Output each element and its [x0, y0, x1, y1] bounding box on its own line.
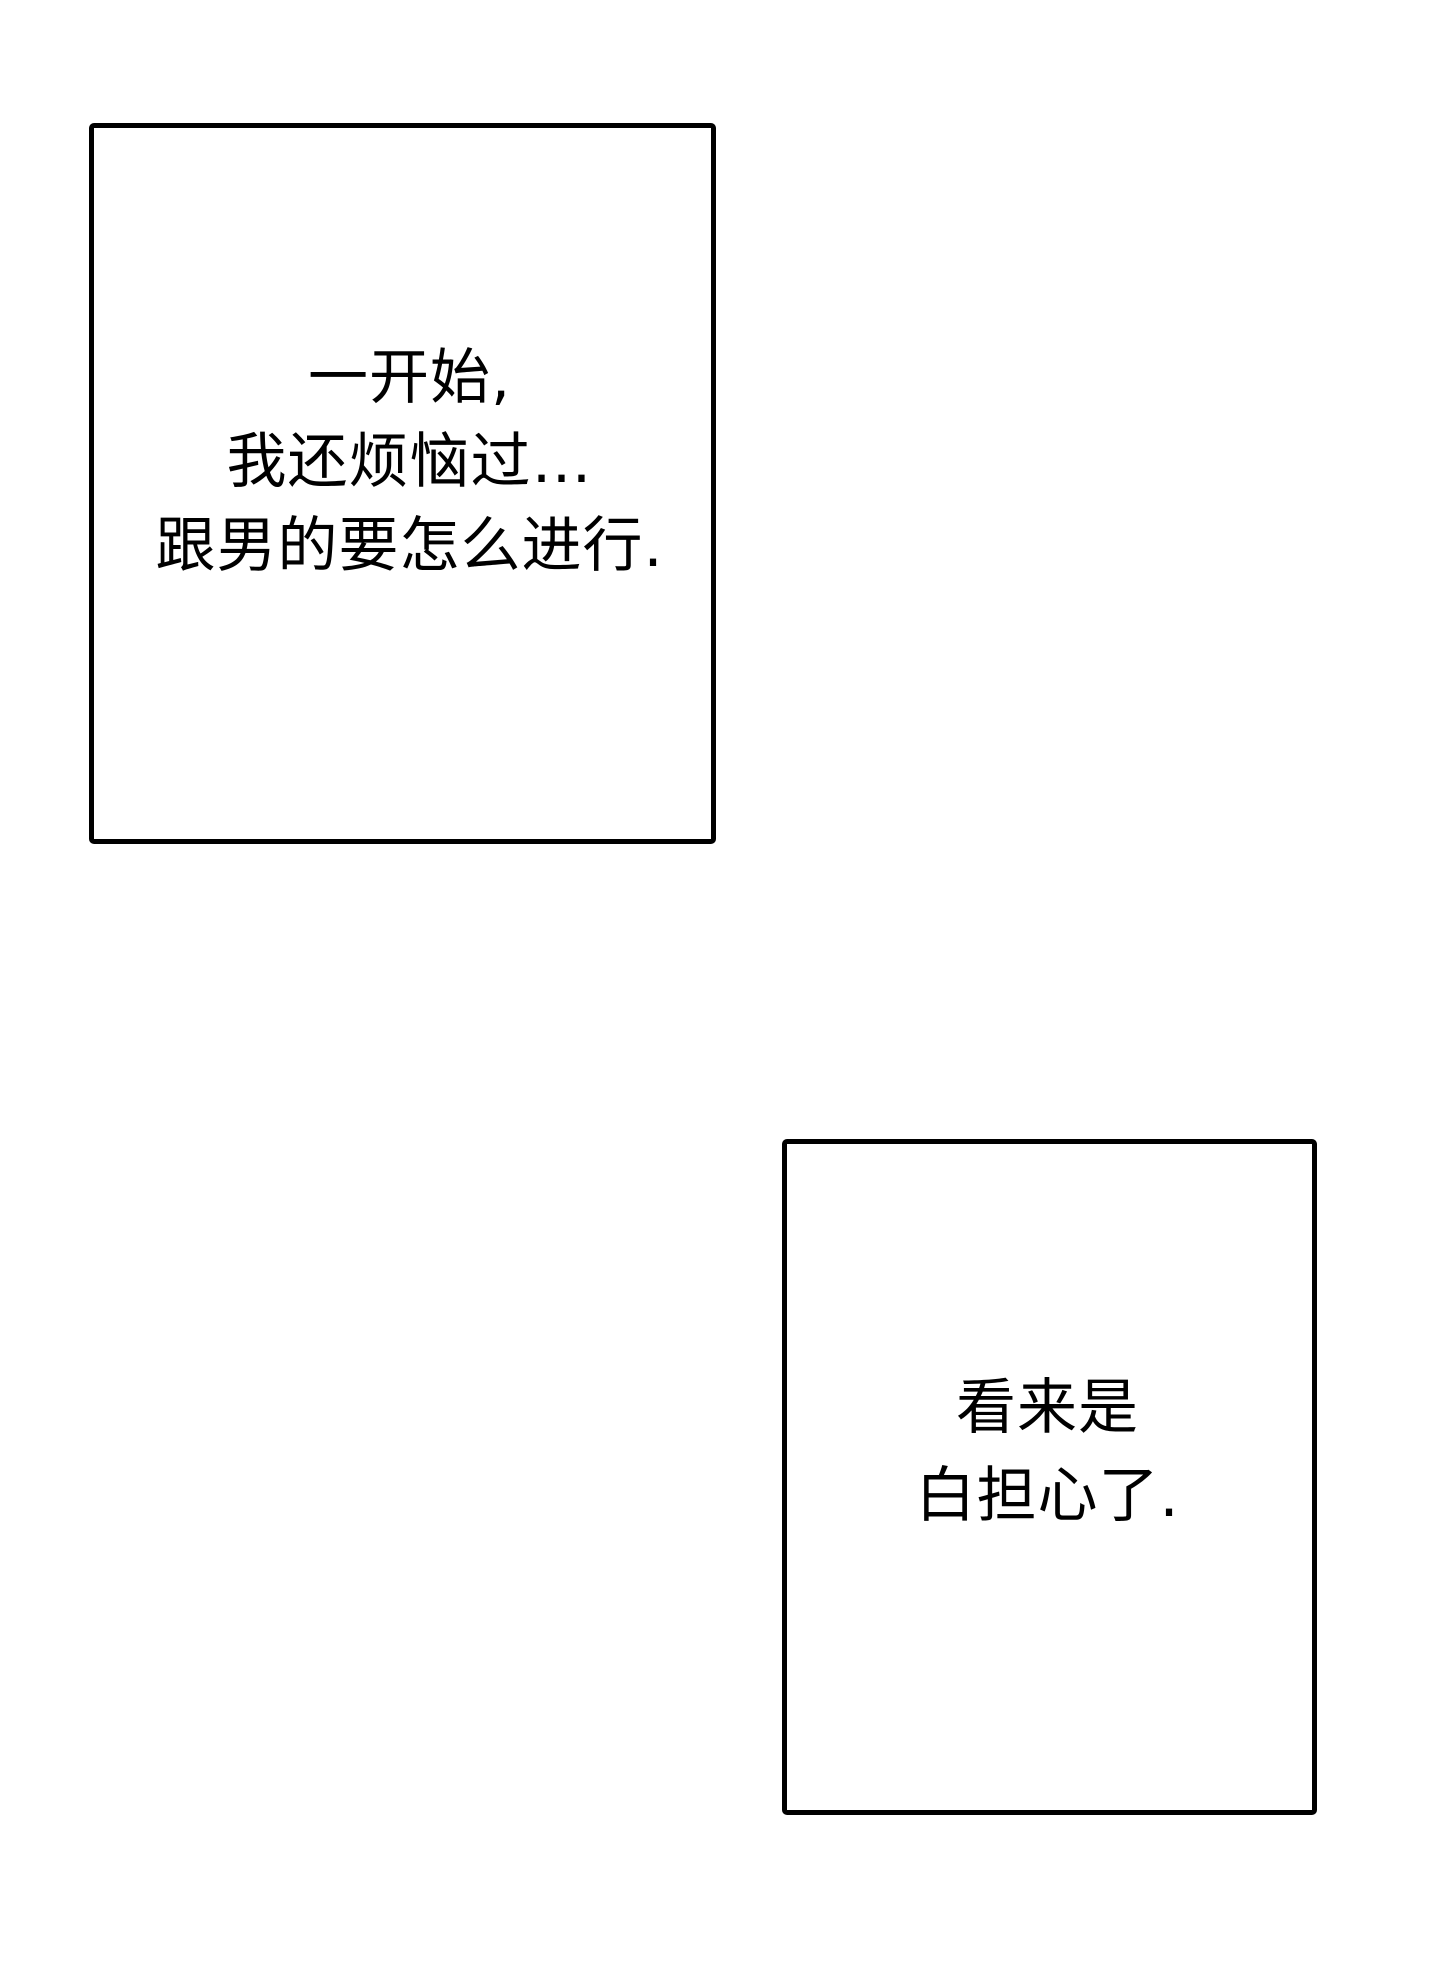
- caption-box-2: 看来是 白担心了.: [782, 1139, 1317, 1815]
- caption-line: 我还烦恼过…: [226, 426, 593, 497]
- caption-line: 跟男的要怎么进行.: [155, 510, 664, 581]
- caption-text-1: 一开始, 我还烦恼过… 跟男的要怎么进行.: [155, 336, 663, 588]
- caption-line: 看来是: [955, 1373, 1139, 1443]
- caption-line: 一开始,: [307, 342, 512, 413]
- caption-line: 白担心了.: [915, 1461, 1180, 1531]
- caption-text-2: 看来是 白担心了.: [915, 1364, 1179, 1540]
- caption-box-1: 一开始, 我还烦恼过… 跟男的要怎么进行.: [89, 123, 716, 844]
